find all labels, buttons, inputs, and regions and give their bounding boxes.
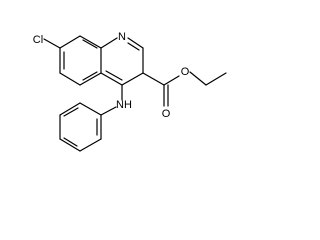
ester-carbonyl-oxygen-label: O (162, 108, 171, 120)
ring-nitrogen-label: N (118, 31, 126, 43)
amine-phenyl-bond (100, 106, 117, 116)
benzo-ring (59, 35, 102, 86)
ester-ether-oxygen-label: O (181, 66, 190, 78)
amine-label: NH (116, 99, 132, 111)
chlorine-label: Cl (33, 34, 43, 46)
ester-group (142, 71, 227, 107)
phenyl-ring (59, 102, 102, 152)
pyridine-ring (100, 37, 144, 86)
chlorine-bond (43, 38, 61, 49)
molecular-structure: Cl N O O NH (33, 31, 227, 152)
